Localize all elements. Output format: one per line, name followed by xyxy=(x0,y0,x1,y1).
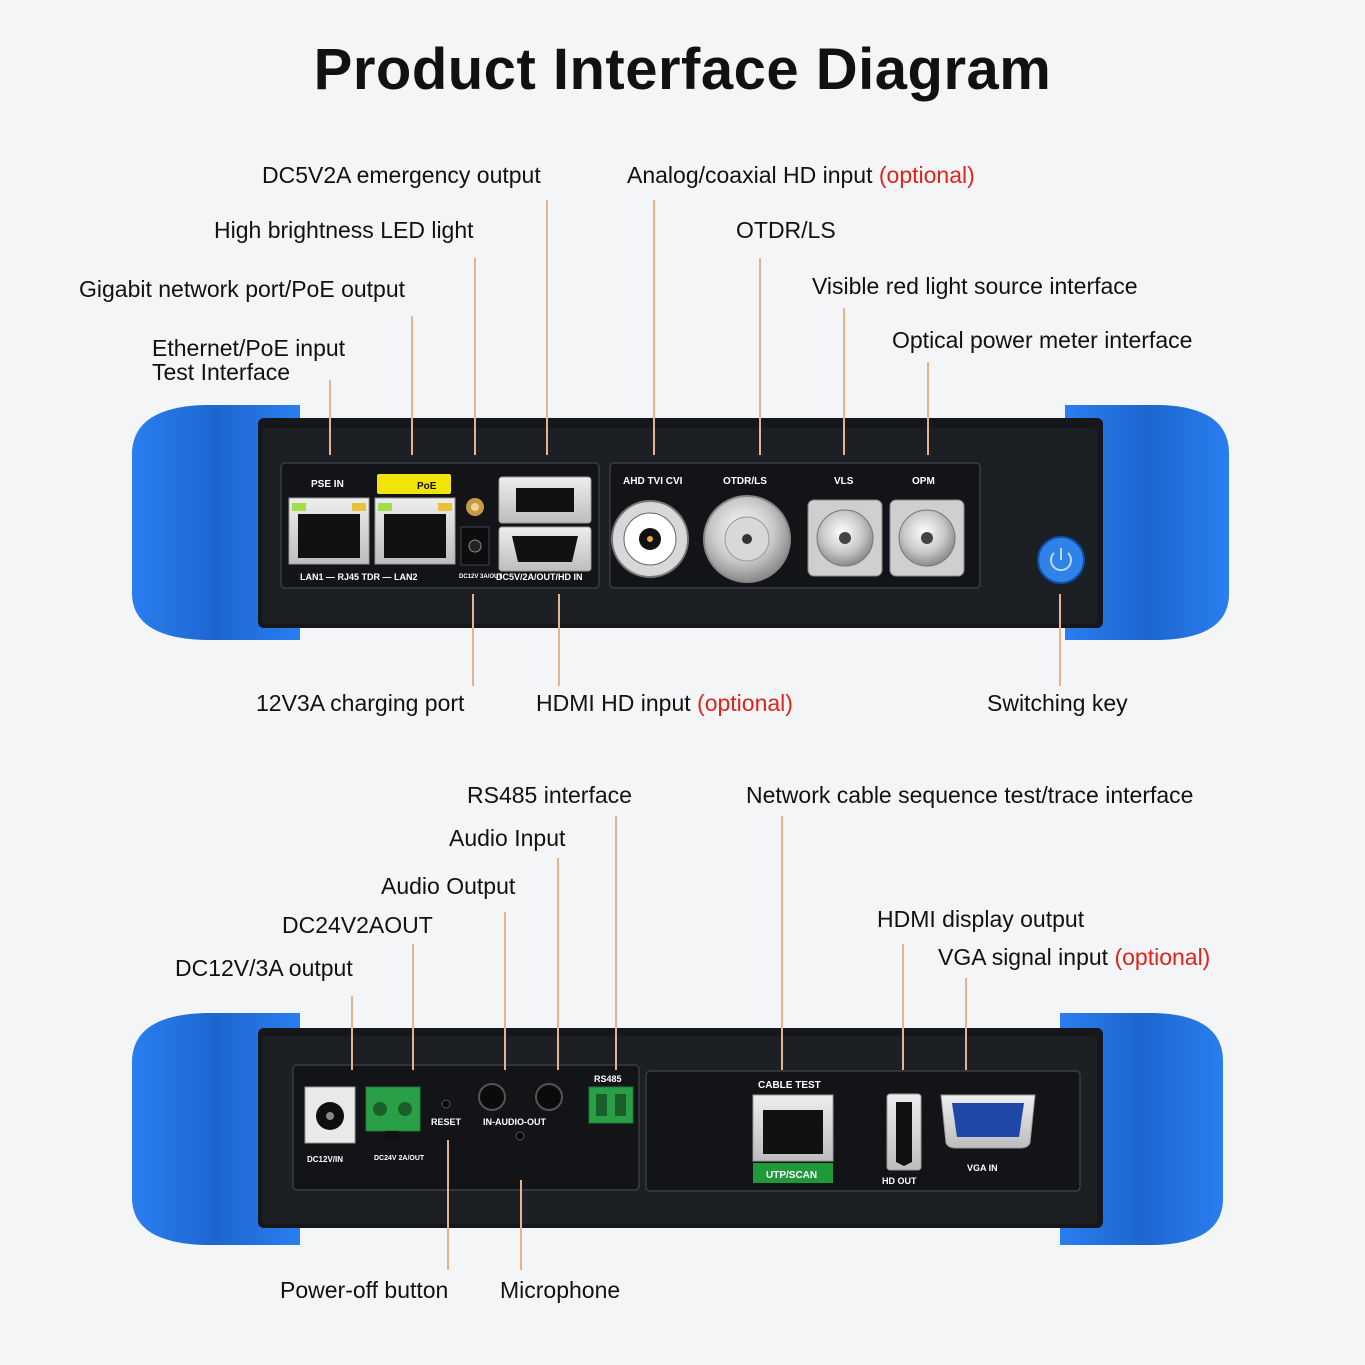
label-dc24: DC24V2AOUT xyxy=(282,912,433,938)
label-opm: Optical power meter interface xyxy=(892,327,1193,353)
label-hdmi-in-text: HDMI HD input xyxy=(536,690,691,716)
leader-gigabit xyxy=(411,316,413,455)
leader-hdmi-out xyxy=(902,944,904,1070)
utp-scan-badge xyxy=(753,1163,833,1183)
leader-analog xyxy=(653,200,655,455)
cable-test-caption: CABLE TEST xyxy=(758,1080,821,1091)
otdr-caption: OTDR/LS xyxy=(723,476,767,487)
utp-scan-caption: UTP/SCAN xyxy=(766,1170,817,1181)
audio-out-jack xyxy=(535,1083,563,1111)
opm-connector xyxy=(889,499,965,577)
switching-key-icon xyxy=(1037,536,1085,584)
rj45-lan2 xyxy=(374,497,456,565)
leader-otdr xyxy=(759,258,761,455)
leader-hdmi-in xyxy=(558,594,560,686)
pse-in-label: PSE IN xyxy=(311,479,344,490)
label-hdmi-in-optional: (optional) xyxy=(697,690,793,716)
leader-cable xyxy=(781,816,783,1070)
leader-opm xyxy=(927,362,929,455)
reset-caption: RESET xyxy=(431,1117,462,1127)
label-analog-text: Analog/coaxial HD input xyxy=(627,162,873,188)
page-title: Product Interface Diagram xyxy=(313,37,1052,102)
label-hdmi-out: HDMI display output xyxy=(877,906,1085,932)
hd-out-caption: HD OUT xyxy=(882,1176,917,1186)
dc5v-caption: DC5V/2A/OUT/HD IN xyxy=(496,572,583,582)
leader-ethernet xyxy=(329,380,331,455)
label-ethernet-line1: Ethernet/PoE input xyxy=(152,335,346,361)
label-charging: 12V3A charging port xyxy=(256,690,465,716)
label-analog: Analog/coaxial HD input (optional) xyxy=(627,163,975,187)
vga-in-caption: VGA IN xyxy=(967,1163,998,1173)
label-audio-out: Audio Output xyxy=(381,873,516,899)
label-vga-text: VGA signal input xyxy=(938,944,1109,970)
leader-mic xyxy=(520,1180,522,1270)
label-vga-optional: (optional) xyxy=(1114,944,1211,970)
label-dc5v2a: DC5V2A emergency output xyxy=(262,162,541,188)
leader-dc5v2a xyxy=(546,200,548,455)
rs485-terminal xyxy=(588,1086,634,1124)
leader-rs485 xyxy=(615,816,617,1070)
label-power-off: Power-off button xyxy=(280,1277,449,1303)
label-gigabit: Gigabit network port/PoE output xyxy=(79,276,406,302)
poe-badge xyxy=(377,474,451,494)
rj45-lan1 xyxy=(288,497,370,565)
leader-dc12 xyxy=(351,996,353,1070)
bnc-connector xyxy=(611,500,689,578)
poe-label: PoE xyxy=(417,481,437,492)
reset-pinhole xyxy=(441,1099,451,1109)
label-cable: Network cable sequence test/trace interf… xyxy=(746,782,1194,808)
dc24-caption: DC24V 2A/OUT xyxy=(374,1155,425,1162)
leader-vga xyxy=(965,978,967,1070)
vls-caption: VLS xyxy=(834,476,854,487)
otdr-connector xyxy=(703,495,791,583)
leader-switching xyxy=(1059,594,1061,686)
audio-in-jack xyxy=(478,1083,506,1111)
label-analog-optional: (optional) xyxy=(878,162,975,188)
vls-connector xyxy=(807,499,883,577)
top-device xyxy=(132,405,1229,640)
top-right-panel xyxy=(609,462,981,589)
leader-dc24 xyxy=(412,944,414,1070)
leader-power-off xyxy=(447,1140,449,1270)
label-ethernet-line2: Test Interface xyxy=(152,359,291,385)
bottom-device xyxy=(132,1013,1223,1245)
label-led: High brightness LED light xyxy=(214,217,474,243)
label-hdmi-in: HDMI HD input (optional) xyxy=(536,691,793,715)
leader-charging xyxy=(472,594,474,686)
in-audio-out-caption: IN-AUDIO-OUT xyxy=(483,1117,546,1127)
label-rs485: RS485 interface xyxy=(467,782,632,808)
label-dc12: DC12V/3A output xyxy=(175,955,353,981)
opm-caption: OPM xyxy=(912,476,935,487)
microphone-hole xyxy=(515,1131,525,1141)
leader-vls xyxy=(843,308,845,455)
label-vga: VGA signal input (optional) xyxy=(938,945,1210,969)
lan-caption: LAN1 — RJ45 TDR — LAN2 xyxy=(300,572,418,582)
label-vls: Visible red light source interface xyxy=(812,273,1138,299)
label-audio-in: Audio Input xyxy=(449,825,566,851)
label-otdr: OTDR/LS xyxy=(736,217,836,243)
label-ethernet: Ethernet/PoE input Test Interface xyxy=(152,336,345,384)
leader-led xyxy=(474,258,476,455)
label-switching: Switching key xyxy=(987,690,1128,716)
label-mic: Microphone xyxy=(500,1277,621,1303)
leader-audio-out xyxy=(504,912,506,1070)
dc-small-caption: DC12V 3A/OUT xyxy=(459,574,502,580)
leader-audio-in xyxy=(557,858,559,1070)
ahd-caption: AHD TVI CVI xyxy=(623,476,683,487)
top-right-bumper xyxy=(1065,405,1229,640)
dc12vin-caption: DC12V/IN xyxy=(307,1155,343,1164)
rs485-caption: RS485 xyxy=(594,1074,622,1084)
